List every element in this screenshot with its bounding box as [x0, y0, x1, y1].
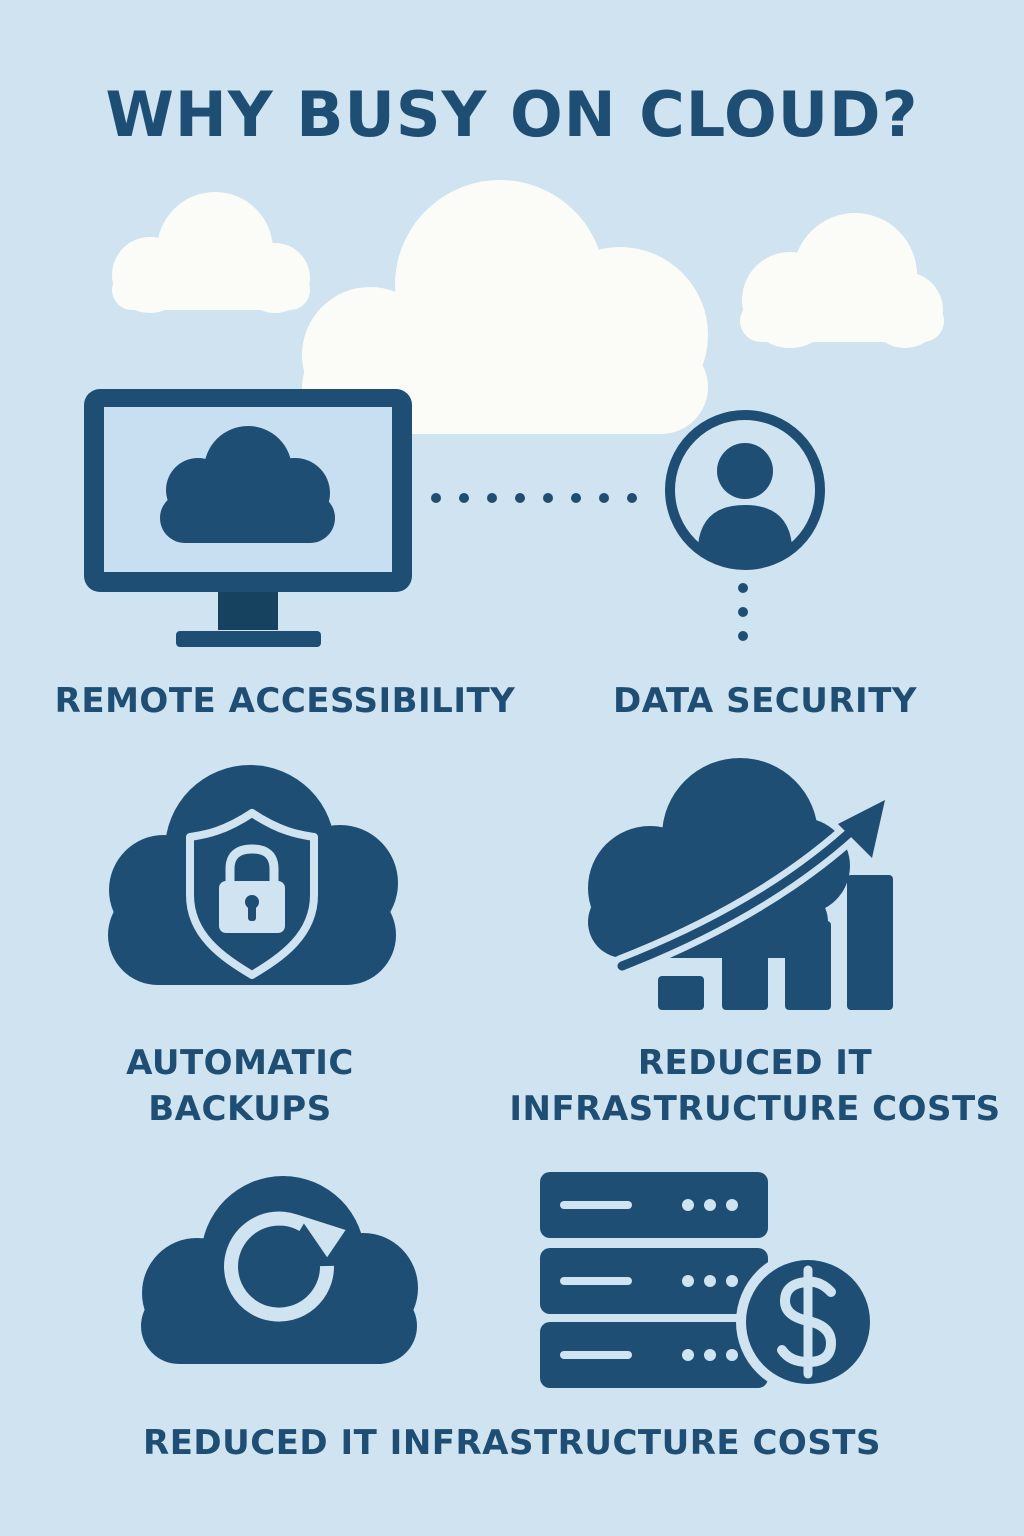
cloud-shield-lock-icon	[108, 765, 398, 985]
shield-icon	[186, 809, 318, 979]
feature-label-line: BACKUPS	[148, 1089, 332, 1129]
cloud-icon	[160, 426, 335, 543]
feature-label-reduced-it-infrastructure-costs: REDUCED IT INFRASTRUCTURE COSTS	[143, 1423, 881, 1463]
chart-bar	[785, 921, 831, 1010]
cloud-right-icon	[740, 213, 944, 348]
user-circle-icon	[665, 410, 825, 570]
feature-label-data-security: DATA SECURITY	[612, 681, 918, 721]
feature-label-line: AUTOMATIC	[126, 1043, 354, 1083]
server-unit	[540, 1248, 768, 1314]
feature-label-line: INFRASTRUCTURE COSTS	[509, 1089, 1001, 1129]
lock-icon	[219, 844, 285, 933]
cloud-growth-chart-icon	[588, 758, 893, 1010]
server-dollar-icon	[540, 1172, 880, 1394]
chart-bar	[722, 954, 768, 1010]
feature-label-line: REDUCED IT	[637, 1043, 873, 1083]
monitor-cloud-icon	[84, 389, 412, 647]
chart-bar	[658, 976, 704, 1010]
dollar-coin-icon	[736, 1250, 880, 1394]
cloud-left-icon	[112, 192, 310, 313]
server-unit	[540, 1322, 768, 1388]
refresh-icon	[224, 1211, 335, 1322]
feature-label-reduced-costs: REDUCED IT INFRASTRUCTURE COSTS	[500, 1040, 1010, 1132]
feature-label-remote-accessibility: REMOTE ACCESSIBILITY	[54, 681, 516, 721]
server-unit	[540, 1172, 768, 1238]
feature-label-automatic-backups: AUTOMATIC BACKUPS	[60, 1040, 420, 1132]
page-title: WHY BUSY ON CLOUD?	[105, 78, 919, 151]
cloud-sync-icon	[141, 1176, 418, 1364]
chart-bar	[847, 875, 893, 1010]
